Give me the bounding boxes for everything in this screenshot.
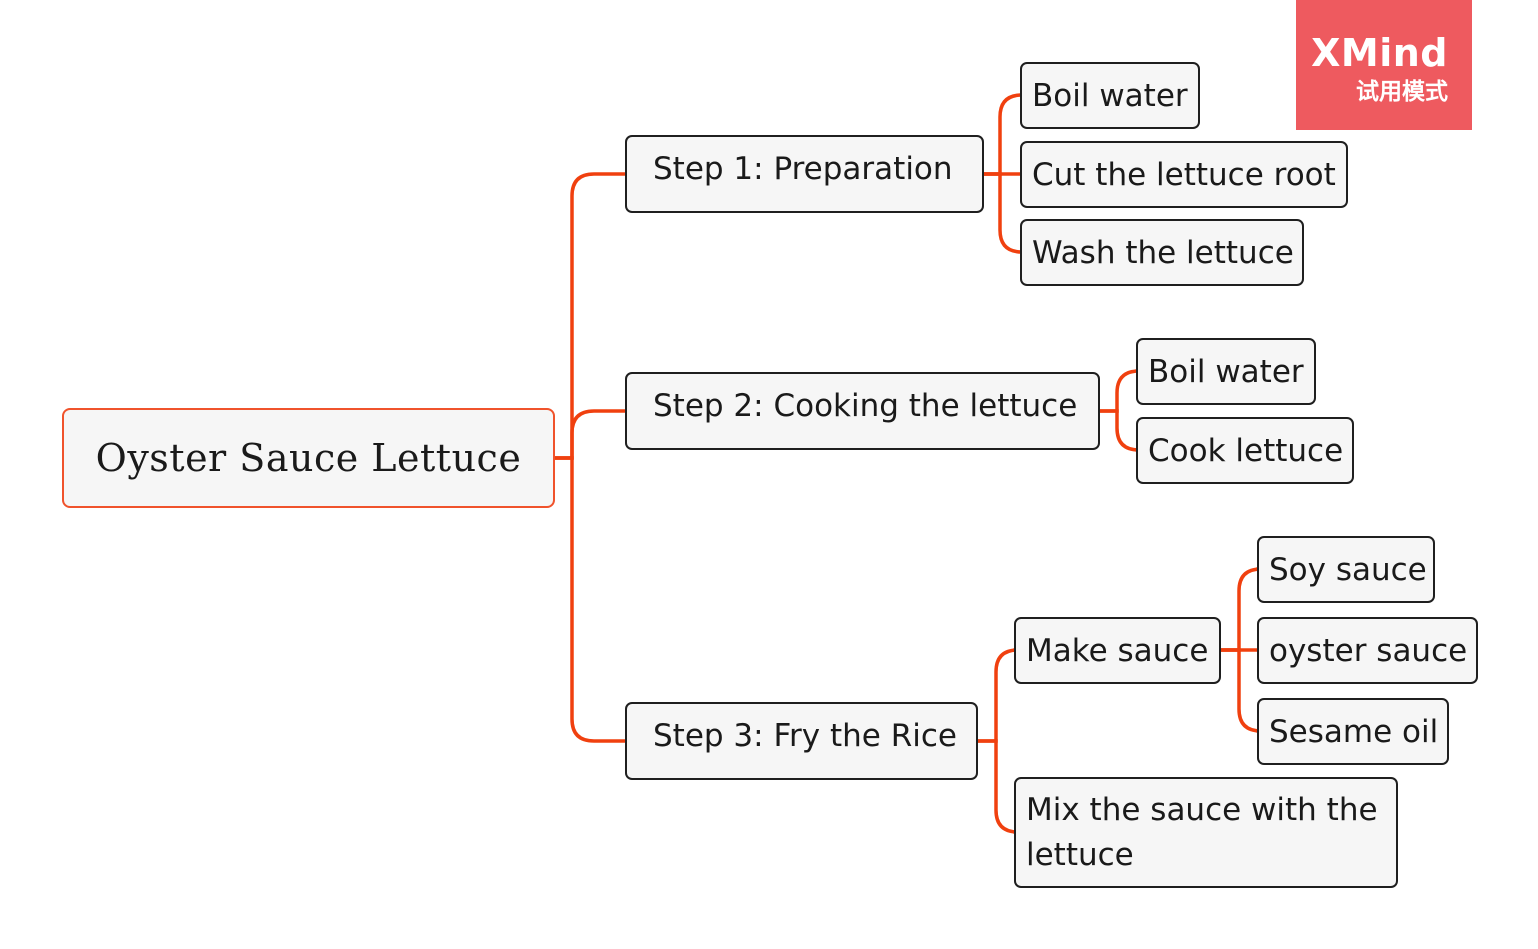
step-3-label: Step 3: Fry the Rice [653,718,957,754]
root-topic-label: Oyster Sauce Lettuce [95,436,522,480]
sauce-soy-sauce-label: Soy sauce [1269,552,1427,588]
step-1-wash-lettuce-label: Wash the lettuce [1032,235,1294,271]
connector-root-step-1 [553,172,627,460]
connector-step-3-make-sauce [976,648,1019,743]
step-2-cook-lettuce[interactable]: Cook lettuce [1136,417,1354,484]
connector-step-2-boil-water [1098,369,1140,413]
connector-step-2-cook [1098,409,1140,452]
step-2-boil-water-label: Boil water [1148,354,1304,390]
connector-root-step-3 [553,456,627,743]
sauce-soy-sauce[interactable]: Soy sauce [1257,536,1435,603]
connector-sauce-soy [1219,567,1262,652]
connector-step-3-mix [976,739,1019,834]
step-1-label: Step 1: Preparation [653,151,953,187]
step-2-boil-water[interactable]: Boil water [1136,338,1316,405]
step-1-wash-lettuce[interactable]: Wash the lettuce [1020,219,1304,286]
sauce-sesame-oil-label: Sesame oil [1269,714,1439,750]
connector-step-1-boil-water [982,93,1023,176]
step-1-cut-lettuce-root-label: Cut the lettuce root [1032,157,1336,193]
watermark-mode: 试用模式 [1356,79,1448,105]
root-topic[interactable]: Oyster Sauce Lettuce [62,408,555,508]
step-2-label: Step 2: Cooking the lettuce [653,388,1078,424]
step-3-make-sauce-label: Make sauce [1026,633,1209,669]
step-1-boil-water[interactable]: Boil water [1020,62,1200,129]
sauce-oyster-sauce-label: oyster sauce [1269,633,1468,669]
step-3-make-sauce[interactable]: Make sauce [1014,617,1221,684]
connector-sauce-sesame [1219,648,1262,733]
connector-step-1-wash [982,172,1023,254]
step-2-topic[interactable]: Step 2: Cooking the lettuce [625,372,1100,450]
connector-root-step-2 [553,409,627,460]
step-2-cook-lettuce-label: Cook lettuce [1148,433,1344,469]
xmind-trial-watermark: XMind 试用模式 [1296,0,1472,130]
sauce-oyster-sauce[interactable]: oyster sauce [1257,617,1478,684]
step-3-topic[interactable]: Step 3: Fry the Rice [625,702,978,780]
step-3-mix-sauce[interactable]: Mix the sauce with the lettuce [1014,777,1398,888]
watermark-brand: XMind [1311,31,1448,75]
step-1-topic[interactable]: Step 1: Preparation [625,135,984,213]
step-3-mix-sauce-label: Mix the sauce with the lettuce [1026,792,1378,873]
sauce-sesame-oil[interactable]: Sesame oil [1257,698,1449,765]
step-1-boil-water-label: Boil water [1032,78,1188,114]
step-1-cut-lettuce-root[interactable]: Cut the lettuce root [1020,141,1348,208]
